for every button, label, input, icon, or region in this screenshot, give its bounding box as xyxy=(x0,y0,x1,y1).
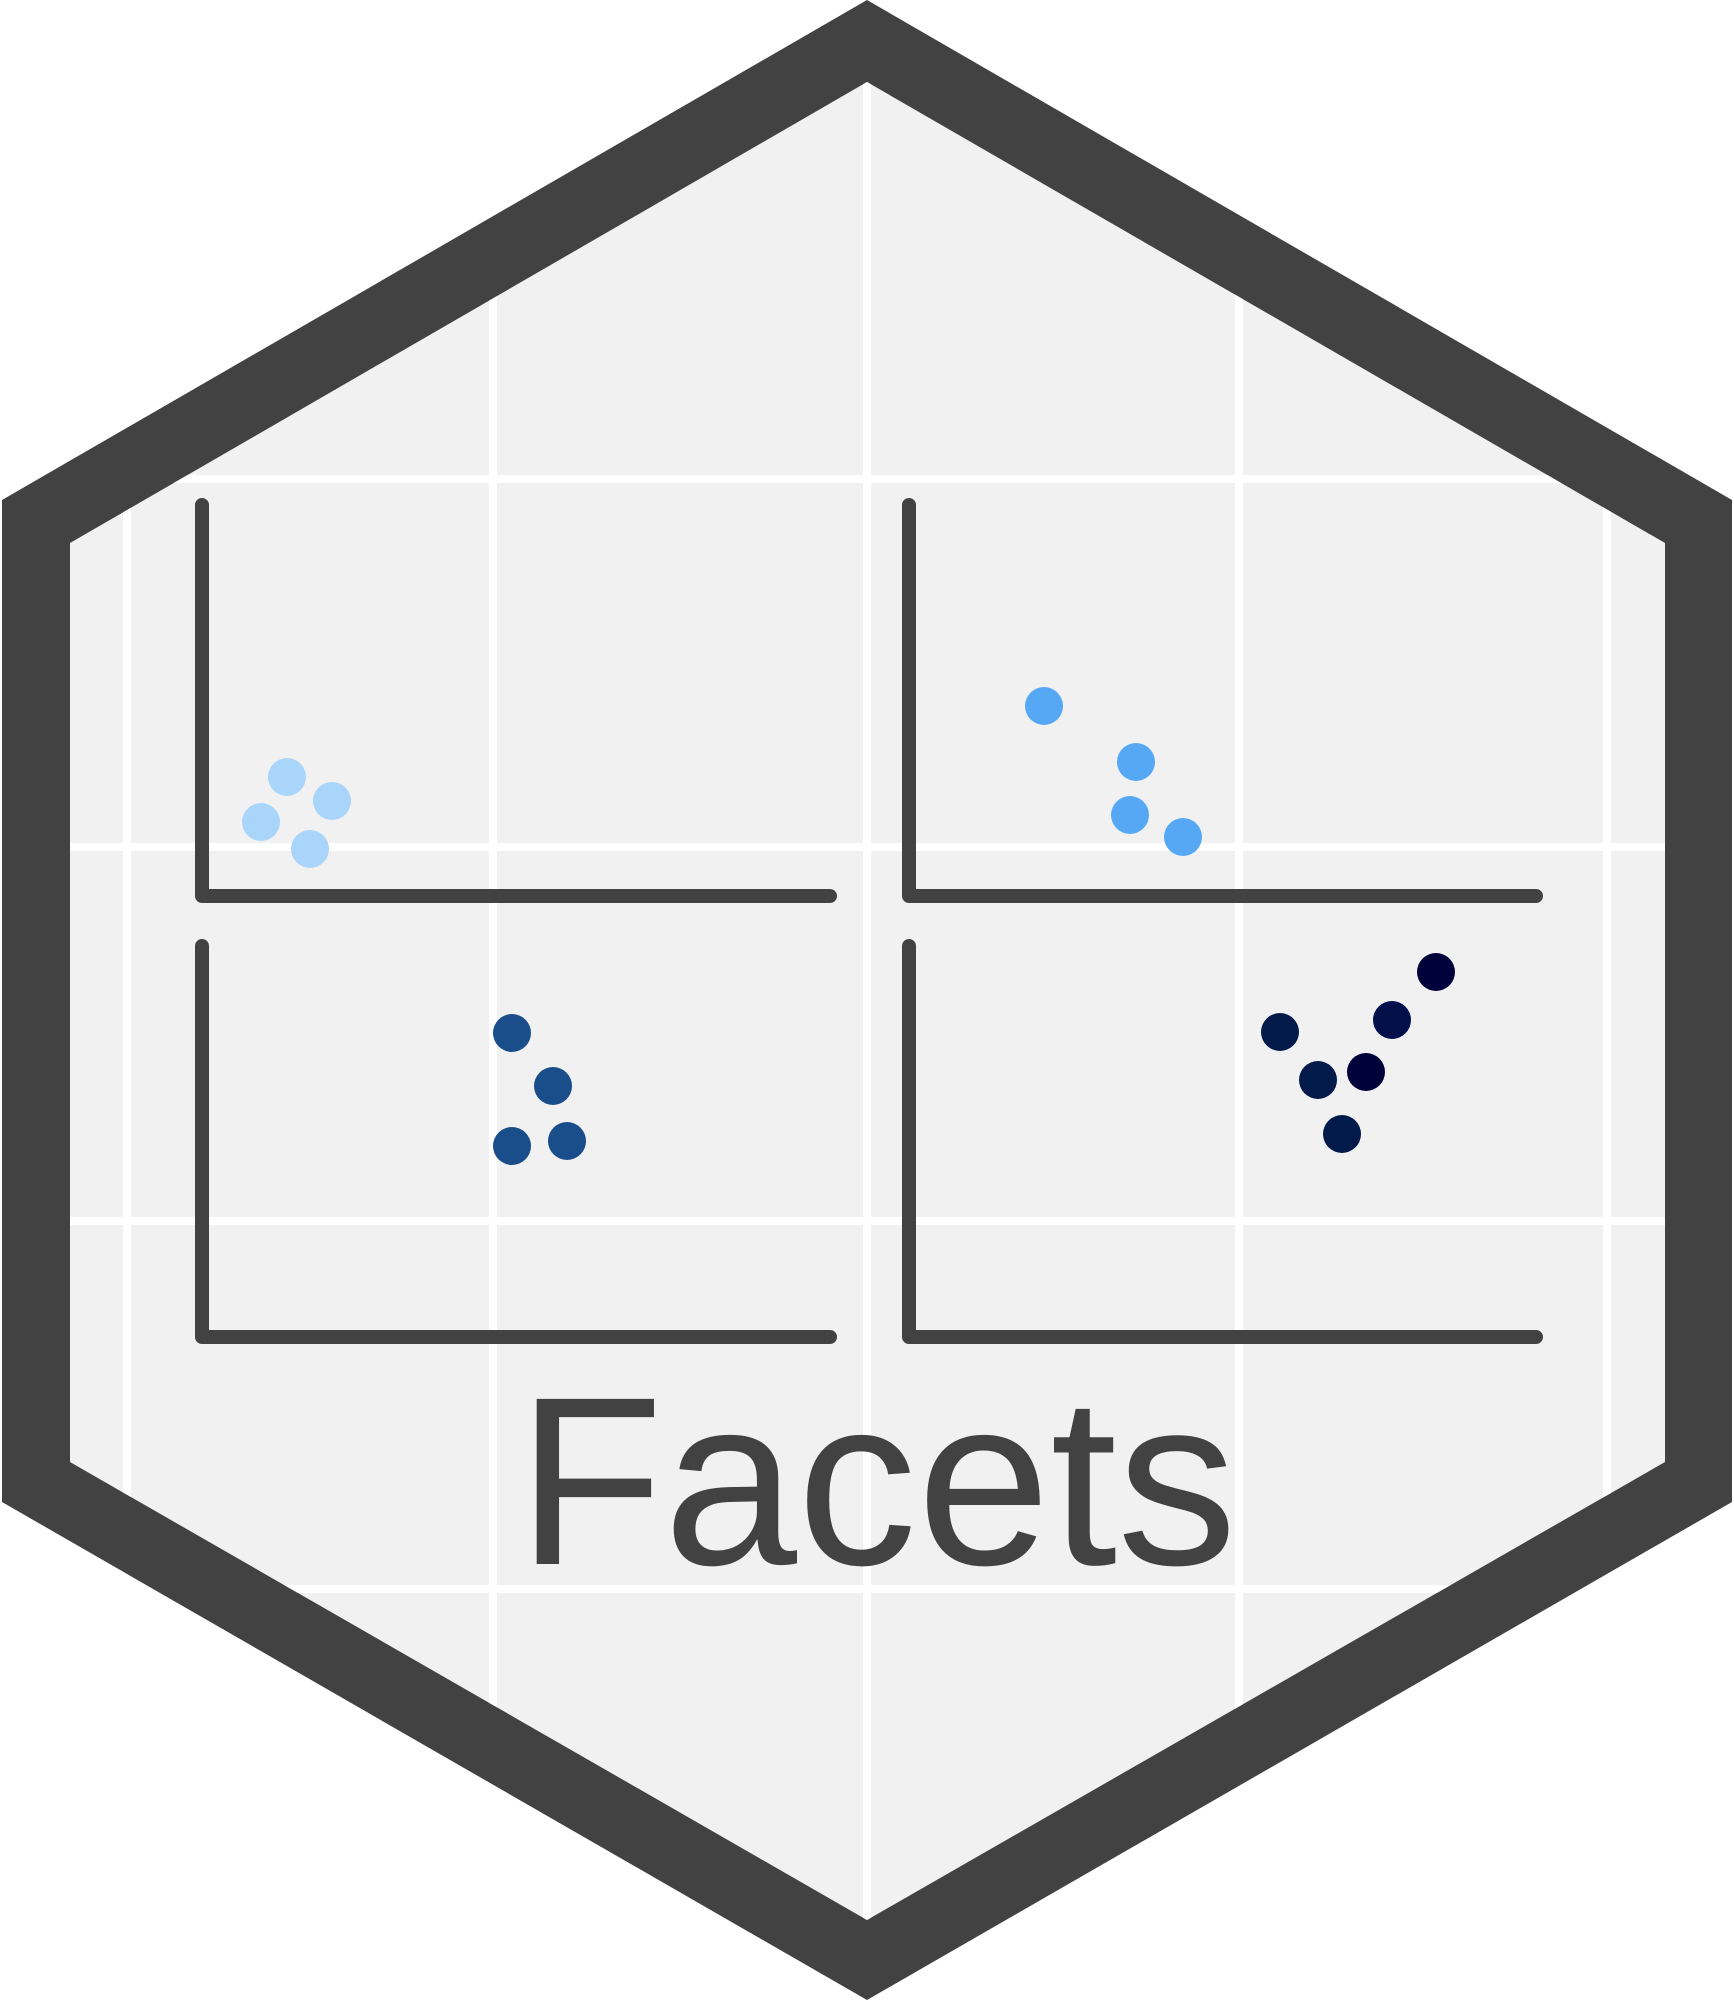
facet-points-bottom-right xyxy=(1261,953,1455,1153)
facet-points-top-right xyxy=(1025,687,1202,856)
data-point xyxy=(493,1014,531,1052)
data-point xyxy=(268,758,306,796)
facet-axis-top-left xyxy=(195,498,837,903)
data-point xyxy=(1347,1053,1385,1091)
data-point xyxy=(1299,1061,1337,1099)
facet-axis-bottom-right xyxy=(902,939,1543,1344)
data-point xyxy=(1164,818,1202,856)
facet-axes xyxy=(195,498,1543,1344)
data-point xyxy=(313,782,351,820)
data-point xyxy=(242,803,280,841)
logo-title: Facets xyxy=(517,1347,1237,1615)
data-point xyxy=(291,830,329,868)
data-point xyxy=(1323,1115,1361,1153)
data-point xyxy=(1373,1001,1411,1039)
data-point xyxy=(1117,743,1155,781)
data-point xyxy=(548,1122,586,1160)
facet-axis-top-right xyxy=(902,498,1543,903)
data-point xyxy=(1025,687,1063,725)
facet-axis-bottom-left xyxy=(195,939,837,1344)
data-point xyxy=(1261,1013,1299,1051)
data-point xyxy=(493,1127,531,1165)
data-point xyxy=(1417,953,1455,991)
facet-points-top-left xyxy=(242,758,351,868)
data-point xyxy=(534,1067,572,1105)
data-point xyxy=(1111,796,1149,834)
facet-points-bottom-left xyxy=(493,1014,586,1165)
